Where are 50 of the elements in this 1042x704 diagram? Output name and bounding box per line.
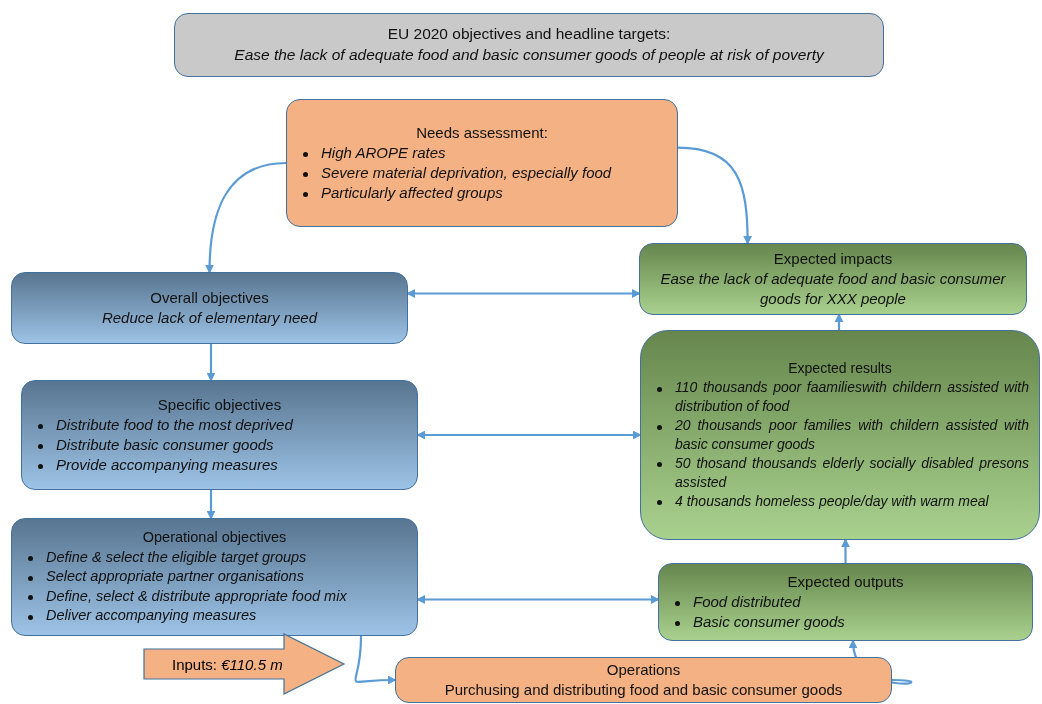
arrow bbox=[354, 635, 397, 685]
bullet-item: 110 thousands poor faamilieswith childern assisted with distribution of food bbox=[651, 378, 1029, 417]
process-box bbox=[639, 243, 1027, 315]
bullet-item: Basic consumer goods bbox=[669, 612, 1022, 633]
box-heading: EU 2020 objectives and headline targets: bbox=[386, 24, 672, 45]
arrow bbox=[206, 490, 216, 520]
box-text: Ease the lack of adequate food and basic consumer goods for XXX people bbox=[659, 268, 1007, 310]
box-heading: Expected impacts bbox=[772, 248, 894, 269]
box-text: Ease the lack of adequate food and basic consumer goods of people at risk of poverty bbox=[233, 45, 826, 65]
bullet-item: 4 thousands homeless people/day with warm meal bbox=[651, 491, 1029, 511]
box-text: Reduce lack of elementary need bbox=[100, 308, 319, 328]
bullet-item: Provide accompanying measures bbox=[32, 455, 407, 476]
arrow bbox=[841, 538, 850, 563]
input-arrow bbox=[144, 634, 344, 694]
box-heading: Needs assessment: bbox=[415, 122, 549, 143]
bullet-item: Define, select & distribute appropriate food mix bbox=[22, 586, 407, 607]
bullet-item: Define & select the eligible target groups bbox=[22, 547, 407, 568]
process-box bbox=[286, 99, 678, 227]
box-text: Purchusing and distributing food and basic consumer goods bbox=[443, 680, 844, 700]
bullet-item: Food distributed bbox=[669, 591, 1022, 613]
bullet-item: Distribute food to the most deprived bbox=[32, 414, 407, 435]
bullet-item: High AROPE rates bbox=[297, 142, 667, 163]
arrow bbox=[406, 289, 641, 298]
bullet-item: Deliver accompanying measures bbox=[22, 606, 407, 626]
arrow bbox=[205, 161, 287, 274]
arrow bbox=[416, 430, 642, 440]
arrow bbox=[206, 344, 216, 382]
bullet-item: Distribute basic consumer goods bbox=[32, 435, 407, 456]
process-box bbox=[658, 563, 1033, 641]
process-box bbox=[11, 518, 418, 636]
bullet-item: 20 thousands poor families with childern assisted with basic consumer goods bbox=[651, 416, 1029, 454]
process-box bbox=[395, 657, 892, 703]
process-box bbox=[11, 272, 408, 344]
box-heading: Operations bbox=[605, 659, 682, 680]
process-box bbox=[640, 330, 1040, 540]
arrow bbox=[416, 595, 660, 604]
arrow bbox=[834, 313, 844, 330]
input-label: Inputs: €110.5 m bbox=[172, 655, 283, 673]
process-box bbox=[174, 13, 884, 77]
bullet-item: Select appropriate partner organisations bbox=[22, 567, 407, 587]
process-box bbox=[21, 380, 418, 490]
bullet-item: Particularly affected groups bbox=[297, 183, 667, 204]
box-heading: Specific objectives bbox=[156, 394, 283, 415]
box-heading: Expected outputs bbox=[786, 571, 905, 592]
box-heading: Operational objectives bbox=[141, 528, 288, 548]
box-heading: Overall objectives bbox=[149, 287, 270, 308]
arrow bbox=[677, 146, 752, 245]
bullet-item: 50 thosand thousands elderly socially disabled presons assisted bbox=[651, 453, 1029, 492]
bullet-item: Severe material deprivation, especially food bbox=[297, 163, 667, 184]
box-heading: Expected results bbox=[787, 359, 893, 379]
